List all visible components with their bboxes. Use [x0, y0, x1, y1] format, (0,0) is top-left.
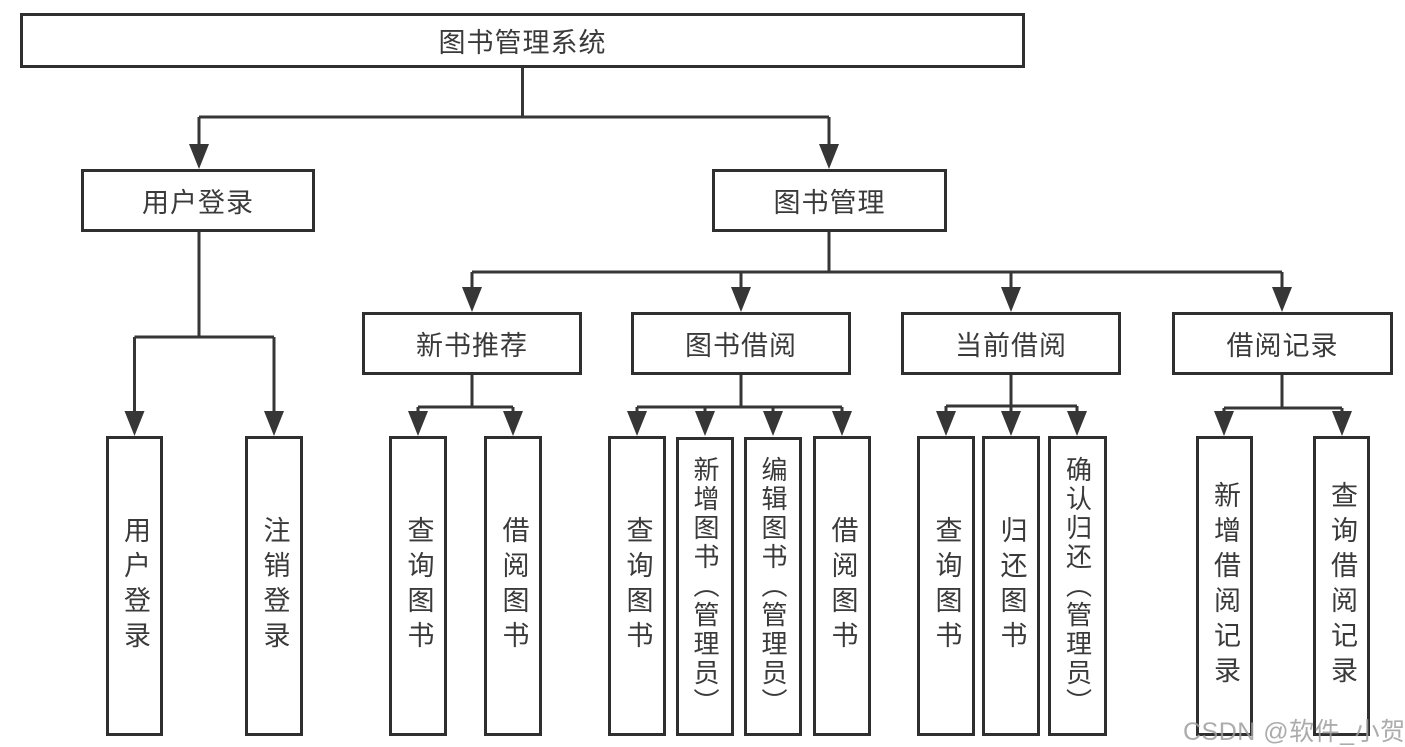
leaf-return-books: 归还图书 — [982, 436, 1040, 736]
node-label: 图书借阅 — [685, 331, 797, 361]
node-label: 当前借阅 — [955, 331, 1067, 361]
edges-user-login-to-leaves — [124, 232, 284, 436]
leaf-label: 查询图书 — [931, 516, 962, 656]
node-label: 图书管理系统 — [438, 28, 607, 58]
leaf-label: 新增图书（管理员） — [690, 456, 720, 717]
node-library-management-system: 图书管理系统 — [20, 13, 1025, 68]
arrowhead-icon — [408, 411, 428, 436]
leaf-edit-books-admin: 编辑图书（管理员） — [744, 437, 802, 736]
leaf-label: 查询借阅记录 — [1327, 481, 1357, 691]
node-label: 用户登录 — [142, 188, 254, 218]
arrowhead-icon — [462, 287, 482, 312]
leaf-query-books-3: 查询图书 — [917, 436, 975, 736]
arrowhead-icon — [189, 144, 209, 169]
node-book-management: 图书管理 — [712, 169, 947, 232]
leaf-query-books-2: 查询图书 — [608, 436, 666, 736]
arrowhead-icon — [1332, 411, 1352, 436]
leaf-label: 借阅图书 — [827, 516, 858, 656]
leaf-label: 注销登录 — [259, 516, 290, 656]
leaf-add-books-admin: 新增图书（管理员） — [676, 437, 734, 736]
leaf-label: 借阅图书 — [498, 516, 529, 656]
node-new-book-recommend: 新书推荐 — [362, 312, 582, 375]
leaf-logout: 注销登录 — [245, 436, 303, 736]
leaf-label: 新增借阅记录 — [1210, 481, 1240, 691]
arrowhead-icon — [503, 411, 523, 436]
arrowhead-icon — [1272, 287, 1292, 312]
arrowhead-icon — [124, 411, 145, 436]
node-book-borrowing: 图书借阅 — [631, 312, 851, 375]
arrowhead-icon — [1214, 411, 1234, 436]
arrowhead-icon — [1001, 411, 1021, 436]
node-current-borrowing: 当前借阅 — [901, 312, 1121, 375]
arrowhead-icon — [832, 411, 852, 436]
leaf-label: 查询图书 — [403, 516, 434, 656]
arrowhead-icon — [627, 411, 647, 436]
edges-root-to-level2 — [189, 68, 839, 169]
edges-borrowing-records-to-leaves — [1214, 375, 1352, 436]
leaf-label: 编辑图书（管理员） — [758, 456, 788, 717]
arrowhead-icon — [936, 411, 956, 436]
edges-book-management-to-level3 — [462, 232, 1292, 312]
leaf-label: 查询图书 — [622, 516, 653, 656]
edges-current-borrowing-to-leaves — [936, 375, 1087, 436]
node-label: 图书管理 — [773, 188, 886, 218]
arrowhead-icon — [1001, 287, 1021, 312]
leaf-label: 归还图书 — [996, 516, 1027, 656]
arrowhead-icon — [819, 144, 839, 169]
leaf-borrow-books-2: 借阅图书 — [813, 436, 871, 736]
leaf-query-borrow-record: 查询借阅记录 — [1313, 436, 1370, 736]
leaf-add-borrow-record: 新增借阅记录 — [1196, 436, 1253, 736]
arrowhead-icon — [264, 411, 284, 436]
arrowhead-icon — [1067, 411, 1087, 436]
arrowhead-icon — [695, 411, 715, 436]
leaf-borrow-books-1: 借阅图书 — [484, 436, 542, 736]
edges-new-book-recommend-to-leaves — [408, 375, 523, 436]
watermark-text: CSDN @软件_小贺同学 — [1183, 718, 1405, 746]
leaf-query-books-1: 查询图书 — [389, 436, 447, 736]
node-user-login: 用户登录 — [81, 169, 315, 232]
edges-book-borrowing-to-leaves — [627, 375, 852, 436]
leaf-label: 用户登录 — [120, 516, 150, 656]
node-label: 新书推荐 — [416, 331, 528, 361]
node-borrowing-records: 借阅记录 — [1172, 312, 1393, 375]
leaf-confirm-return-admin: 确认归还（管理员） — [1048, 436, 1107, 736]
node-label: 借阅记录 — [1226, 331, 1339, 361]
leaf-label: 确认归还（管理员） — [1062, 455, 1093, 717]
arrowhead-icon — [731, 287, 751, 312]
leaf-user-login: 用户登录 — [106, 436, 163, 736]
arrowhead-icon — [763, 411, 783, 436]
